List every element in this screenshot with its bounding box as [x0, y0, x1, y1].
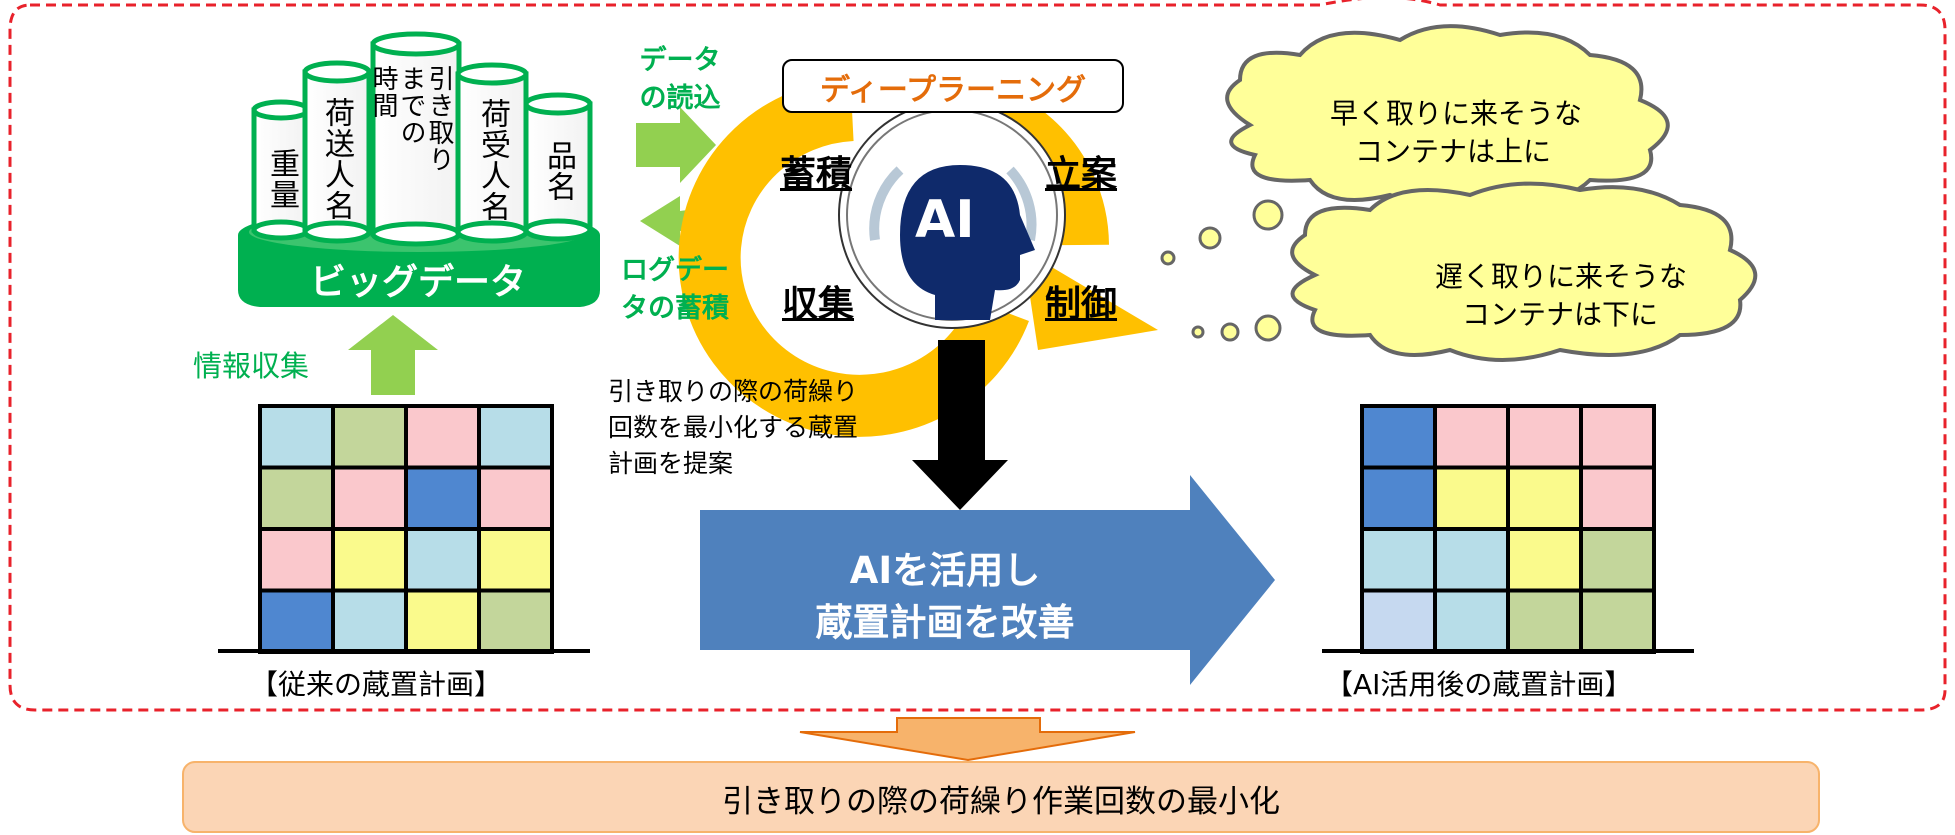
after-cell-0-0: [1360, 404, 1437, 470]
after-cell-2-1: [1433, 527, 1510, 593]
cylinder-label-receiver: 荷受人名: [475, 98, 510, 222]
after-cell-2-0: [1360, 527, 1437, 593]
after-cell-3-3: [1579, 588, 1656, 654]
cylinder-weight: [251, 99, 311, 241]
after-cell-3-2: [1506, 588, 1583, 654]
info-collect-label: 情報収集: [193, 349, 310, 383]
info-collect-arrow: [348, 315, 438, 395]
before-cell-3-1: [331, 588, 408, 654]
before-cell-3-3: [477, 588, 554, 654]
before-cell-0-0: [258, 404, 335, 470]
before-grid: [258, 404, 554, 654]
read-label-text: データの読込: [639, 45, 721, 114]
after-cell-1-2: [1506, 465, 1583, 531]
before-cell-1-2: [404, 465, 481, 531]
result-arrow: [799, 717, 1136, 762]
before-cell-0-3: [477, 404, 554, 470]
cylinder-product: [523, 92, 593, 242]
cylinder-label-product: 品名: [541, 140, 576, 202]
after-grid: [1360, 404, 1656, 654]
cylinder-pickup-time: [370, 31, 462, 247]
before-cell-2-0: [258, 527, 335, 593]
after-cell-2-2: [1506, 527, 1583, 593]
read-arrow: [636, 107, 716, 183]
thought-upper-line-1: 早く取りに来そうな: [1330, 97, 1583, 130]
cylinder-label-weight: 重量: [264, 148, 299, 210]
improve-line-2: 蔵置計画を改善: [815, 601, 1075, 644]
before-cell-3-0: [258, 588, 335, 654]
proposal-line-2: 回数を最小化する蔵置: [608, 413, 859, 442]
read-label: データの読込: [630, 42, 730, 118]
result-text: 引き取りの際の荷繰り作業回数の最小化: [722, 784, 1280, 820]
cylinder-receiver: [455, 62, 529, 244]
cycle-label-collect: 収集: [782, 284, 855, 325]
proposal-line-3: 計画を提案: [608, 449, 734, 478]
ai-head-icon: [900, 165, 1035, 320]
before-cell-3-2: [404, 588, 481, 654]
dashed-border: [8, 0, 1947, 712]
before-cell-2-3: [477, 527, 554, 593]
before-cell-1-3: [477, 465, 554, 531]
thought-lower-line-1: 遅く取りに来そうな: [1435, 260, 1688, 293]
after-cell-0-2: [1506, 404, 1583, 470]
log-label-text: ログデータの蓄積: [621, 255, 729, 324]
after-cell-1-0: [1360, 465, 1437, 531]
before-caption: 【従来の蔵置計画】: [250, 668, 503, 701]
cylinder-sender: [302, 60, 372, 244]
after-cell-0-3: [1579, 404, 1656, 470]
ai-cycle: [678, 75, 1158, 437]
before-cell-1-0: [258, 465, 335, 531]
proposal-line-1: 引き取りの際の荷繰り: [608, 377, 859, 406]
after-cell-0-1: [1433, 404, 1510, 470]
after-cell-1-1: [1433, 465, 1510, 531]
proposal-arrow: [912, 340, 1008, 510]
cylinder-label-pickup-time-text: 引き取り までの 時間: [368, 65, 454, 173]
improve-line-1: AIを活用し: [849, 549, 1041, 592]
cloud-lower: [1290, 181, 1758, 362]
cycle-label-plan: 立案: [1045, 154, 1118, 195]
after-caption: 【AI活用後の蔵置計画】: [1325, 668, 1633, 701]
before-cell-1-1: [331, 465, 408, 531]
thought-upper-line-2: コンテナは上に: [1355, 135, 1552, 168]
cylinder-label-sender: 荷送人名: [319, 97, 354, 221]
result-box: [182, 761, 1820, 833]
after-cell-3-0: [1360, 588, 1437, 654]
cloud-upper: [1225, 24, 1670, 207]
thought-lower-line-2: コンテナは下に: [1462, 298, 1659, 331]
after-cell-2-3: [1579, 527, 1656, 593]
before-cell-0-1: [331, 404, 408, 470]
before-cell-2-1: [331, 527, 408, 593]
cycle-label-control: 制御: [1045, 284, 1118, 325]
after-cell-3-1: [1433, 588, 1510, 654]
deep-learning-label: ディープラーニング: [819, 73, 1087, 108]
after-cell-1-3: [1579, 465, 1656, 531]
thought-dots: [1160, 199, 1284, 342]
before-cell-2-2: [404, 527, 481, 593]
cylinder-label-pickup-time: 引き取り までの 時間: [368, 65, 454, 230]
deep-learning-box: [782, 59, 1124, 113]
before-cell-0-2: [404, 404, 481, 470]
bigdata-title: ビッグデータ: [310, 262, 527, 303]
log-label: ログデータの蓄積: [610, 252, 740, 328]
cycle-label-accumulate: 蓄積: [780, 154, 853, 195]
improve-arrow: [700, 475, 1275, 685]
ai-badge: AI: [915, 190, 975, 250]
